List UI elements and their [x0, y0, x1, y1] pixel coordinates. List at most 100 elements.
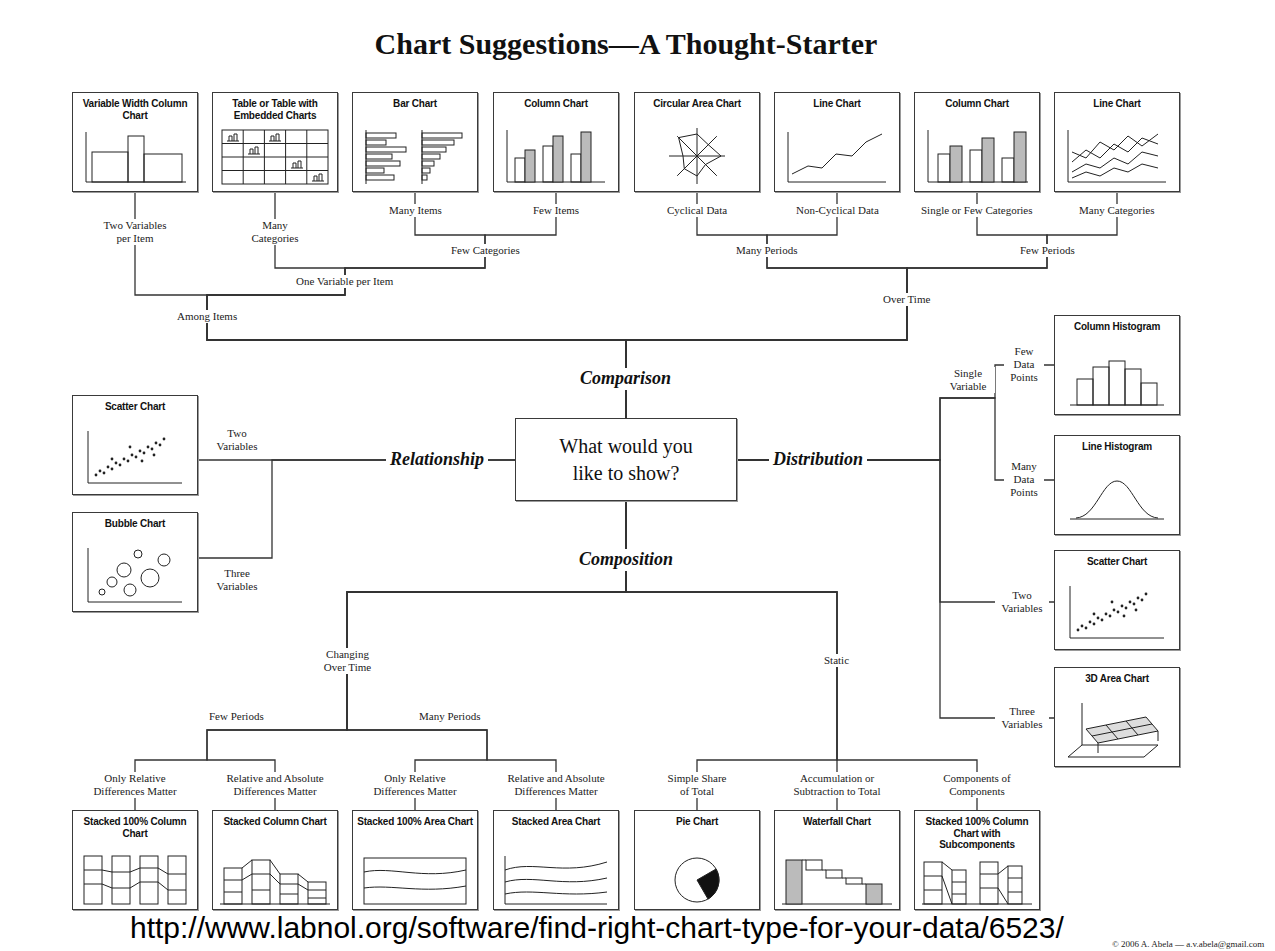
chart-icon-part: [366, 140, 386, 145]
chart-type-box: Stacked 100% Column Chart: [72, 810, 198, 910]
chart-title: Chart Suggestions—A Thought-Starter: [0, 26, 1252, 62]
chart-icon-part: [543, 146, 553, 182]
chart-icon-part: [970, 150, 982, 182]
chart-icon-part: [581, 132, 591, 182]
branch-label: Cyclical Data: [665, 204, 729, 217]
box-title: What would you like to show?: [516, 433, 736, 487]
chart-icon-part: [505, 892, 607, 894]
chart-icon-part: [422, 133, 462, 138]
branch-connector: [347, 501, 626, 810]
chart-icon-part: [224, 868, 242, 904]
subcomponent-column-icon: [922, 862, 1032, 904]
chart-icon-part: [123, 458, 126, 461]
chart-icon-part: [998, 866, 1008, 904]
stacked-100-area-icon: [364, 858, 466, 904]
chart-icon-part: [697, 869, 719, 899]
chart-icon-part: [102, 868, 168, 890]
chart-icon-part: [1117, 611, 1120, 614]
chart-icon-part: [92, 152, 128, 182]
chart-icon-part: [1008, 866, 1022, 904]
branch-label: Two Variables: [995, 589, 1049, 615]
chart-icon-part: [227, 134, 324, 181]
chart-type-box: Column Chart: [493, 92, 619, 192]
chart-icon-part: [147, 446, 150, 449]
chart-icon-part: [422, 140, 454, 145]
branch-label: Many Items: [387, 204, 444, 217]
3d-area-icon: [1068, 703, 1158, 757]
chart-type-box: Line Chart: [774, 92, 900, 192]
chart-icon-part: [364, 886, 466, 889]
chart-icon-part: [139, 450, 142, 453]
branch-label: Three Variables: [210, 567, 264, 593]
chart-icon-part: [525, 150, 535, 182]
chart-icon-part: [1072, 134, 1158, 158]
branch-label: Over Time: [881, 293, 932, 306]
branch-label: Three Variables: [995, 705, 1049, 731]
chart-icon-part: [88, 431, 182, 483]
chart-type-box: Stacked Column Chart: [212, 810, 338, 910]
chart-icon-part: [99, 589, 105, 595]
branch-connector: [198, 460, 515, 558]
chart-type-box: Pie Chart: [634, 810, 760, 910]
chart-icon-part: [222, 130, 328, 184]
chart-type-box: Table or Table with Embedded Charts: [212, 92, 338, 192]
chart-type-box: 3D Area Chart: [1054, 667, 1180, 767]
chart-icon-part: [846, 878, 862, 884]
source-url: http://www.labnol.org/software/find-righ…: [130, 911, 1064, 945]
branch-label: Many Periods: [734, 244, 799, 257]
chart-icon-part: [1002, 158, 1014, 182]
chart-icon-part: [366, 133, 396, 138]
branch-label: Only Relative Differences Matter: [363, 772, 467, 798]
chart-icon-part: [153, 454, 156, 457]
chart-icon-part: [127, 460, 130, 463]
branch-label: Non-Cyclical Data: [794, 204, 881, 217]
chart-type-box: Column Histogram: [1054, 315, 1180, 415]
chart-icon-part: [128, 136, 144, 182]
chart-type-box: Waterfall Chart: [774, 810, 900, 910]
box-title: Scatter Chart: [73, 396, 197, 413]
chart-icon-part: [802, 860, 866, 884]
branch-label: Accumulation or Subtraction to Total: [780, 772, 894, 798]
chart-icon-part: [928, 130, 1028, 182]
branch-connector: [207, 192, 626, 418]
chart-icon-part: [422, 175, 427, 180]
branch-connector: [737, 460, 1054, 602]
branch-label: Relative and Absolute Differences Matter: [218, 772, 332, 798]
chart-icon-part: [1097, 617, 1100, 620]
chart-icon-part: [938, 154, 950, 182]
chart-type-box: Scatter Chart: [1054, 550, 1180, 650]
chart-type-box: Bubble Chart: [72, 512, 198, 612]
box-title: Column Histogram: [1055, 316, 1179, 333]
chart-icon-part: [1129, 601, 1132, 604]
chart-type-box: Variable Width Column Chart: [72, 92, 198, 192]
line-histogram-icon: [1070, 481, 1164, 519]
box-title: Column Chart: [494, 93, 618, 110]
branch-label: Components of Components: [930, 772, 1024, 798]
chart-icon-part: [119, 464, 122, 467]
branch-label: Only Relative Differences Matter: [83, 772, 187, 798]
chart-icon-part: [280, 874, 298, 904]
chart-icon-part: [679, 134, 721, 176]
chart-icon-part: [366, 175, 394, 180]
box-title: Stacked 100% Area Chart: [353, 811, 477, 828]
category-label: Distribution: [769, 449, 867, 471]
chart-icon-part: [1008, 878, 1022, 892]
chart-icon-part: [924, 876, 942, 890]
chart-icon-part: [786, 860, 802, 904]
box-title: Line Chart: [775, 93, 899, 110]
chart-icon-part: [158, 554, 170, 566]
chart-icon-part: [1141, 383, 1157, 405]
copyright-note: © 2006 A. Abela — a.v.abela@gmail.com: [1110, 939, 1266, 950]
chart-icon-part: [111, 458, 114, 461]
chart-icon-part: [675, 858, 719, 902]
chart-icon-part: [366, 130, 422, 184]
branch-label: Few Categories: [449, 244, 522, 257]
pie-chart-icon: [675, 858, 719, 902]
chart-icon-part: [366, 147, 406, 152]
branch-label: Many Periods: [417, 710, 482, 723]
chart-icon-part: [1111, 601, 1114, 604]
chart-icon-part: [84, 856, 102, 904]
variable-width-column-icon: [86, 132, 186, 182]
scatter-chart-icon: [1070, 586, 1164, 638]
chart-icon-part: [115, 462, 118, 465]
